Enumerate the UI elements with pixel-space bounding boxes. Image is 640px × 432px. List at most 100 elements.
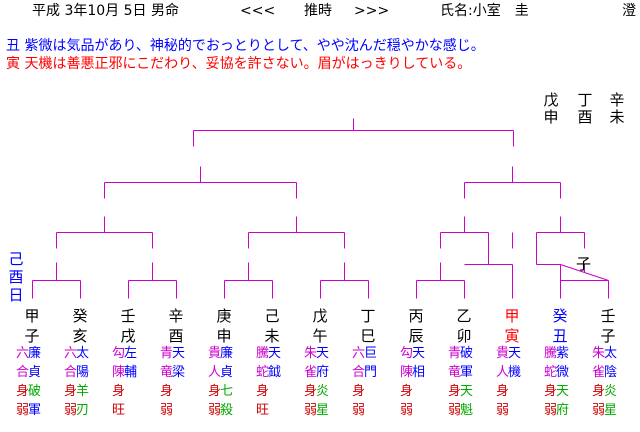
date-label: 平成 3年10月 5日 男命 <box>32 3 179 19</box>
star-char: 竜 <box>160 365 173 380</box>
next-nav-button[interactable]: >>> <box>354 3 390 19</box>
star-char: 身 <box>496 384 509 399</box>
star-char: 身 <box>64 384 77 399</box>
star-char: 雀 <box>304 365 317 380</box>
pillar-stem: 庚 <box>216 307 232 325</box>
pillar-branch: 戌 <box>120 327 136 345</box>
star-char: 六 <box>352 346 365 361</box>
star-char: 炎 <box>316 384 329 399</box>
star-char: 貴 <box>208 346 221 361</box>
pillar-10: 乙卯 <box>444 306 484 346</box>
star-char: 軍 <box>460 365 473 380</box>
star-char: 勾 <box>112 346 125 361</box>
star-char: 身 <box>208 384 221 399</box>
pillar-branch: 亥 <box>72 327 88 345</box>
pillar-branch: 卯 <box>456 327 472 345</box>
pillar-stem: 辛 <box>168 307 184 325</box>
star-char: 府 <box>316 365 329 380</box>
star-char: 羊 <box>76 384 89 399</box>
star-char: 身 <box>160 384 173 399</box>
star-column-10: 青破竜軍身天弱魁 <box>448 344 480 420</box>
star-char: 軍 <box>28 403 41 418</box>
star-char: 天 <box>268 346 281 361</box>
star-column-11: 貴天人機身弱 <box>496 344 528 420</box>
star-char: 弱 <box>160 403 173 418</box>
pillar-7: 戊午 <box>300 306 340 346</box>
star-char: 太 <box>76 346 89 361</box>
star-char: 府 <box>556 403 569 418</box>
description-line-2: 寅 天機は善悪正邪にこだわり、妥協を許さない。眉がはっきりしている。 <box>6 56 472 72</box>
pillar-6: 己未 <box>252 306 292 346</box>
mode-label: 推時 <box>304 3 332 19</box>
pillar-branch: 丑 <box>552 327 568 345</box>
pillar-stem: 壬 <box>120 307 136 325</box>
star-char: 朱 <box>304 346 317 361</box>
star-char: 身 <box>16 384 29 399</box>
pillar-stem: 乙 <box>456 307 472 325</box>
star-char: 刃 <box>76 403 89 418</box>
pillar-branch: 辰 <box>408 327 424 345</box>
star-char: 炎 <box>604 384 617 399</box>
pillar-5: 庚申 <box>204 306 244 346</box>
pillar-branch: 巳 <box>360 327 376 345</box>
star-char: 機 <box>508 365 521 380</box>
pillar-stem: 甲 <box>504 307 520 325</box>
star-char: 弱 <box>496 403 509 418</box>
star-char: 陽 <box>76 365 89 380</box>
pillar-8: 丁巳 <box>348 306 388 346</box>
star-char: 弱 <box>16 403 29 418</box>
star-column-9: 勾天陳相身弱 <box>400 344 432 420</box>
pillar-9: 丙辰 <box>396 306 436 346</box>
description-line-1: 丑 紫微は気品があり、神秘的でおっとりとして、やや沈んだ穏やかな感じ。 <box>6 38 485 54</box>
star-char: 身 <box>112 384 125 399</box>
pillar-stem: 癸 <box>552 307 568 325</box>
star-char: 旺 <box>112 403 125 418</box>
star-char: 六 <box>16 346 29 361</box>
star-char: 陳 <box>112 365 125 380</box>
star-char: 星 <box>604 403 617 418</box>
star-char: 合 <box>352 365 365 380</box>
pillar-4: 辛酉 <box>156 306 196 346</box>
star-char: 左 <box>124 346 137 361</box>
star-char: 蛇 <box>544 365 557 380</box>
star-char: 貴 <box>496 346 509 361</box>
star-column-8: 六巨合門身弱 <box>352 344 384 420</box>
pillar-stem: 戊 <box>312 307 328 325</box>
star-char: 輔 <box>124 365 137 380</box>
star-column-7: 朱天雀府身炎弱星 <box>304 344 336 420</box>
star-char: 天 <box>460 384 473 399</box>
top-stem-3: 辛未 <box>609 91 625 126</box>
pillar-stem: 甲 <box>24 307 40 325</box>
top-stem-1: 戊申 <box>543 91 559 126</box>
pillar-branch: 酉 <box>168 327 184 345</box>
star-char: 旺 <box>256 403 269 418</box>
star-column-3: 勾左陳輔身旺 <box>112 344 144 420</box>
star-char: 破 <box>460 346 473 361</box>
star-char: 蛇 <box>256 365 269 380</box>
star-char: 騰 <box>256 346 269 361</box>
star-char: 七 <box>220 384 233 399</box>
pillar-branch: 子 <box>24 327 40 345</box>
star-char: 朱 <box>592 346 605 361</box>
star-char: 身 <box>352 384 365 399</box>
star-char: 貞 <box>220 365 233 380</box>
star-char: 弱 <box>400 403 413 418</box>
star-char: 弱 <box>544 403 557 418</box>
star-char: 青 <box>160 346 173 361</box>
star-char: 門 <box>364 365 377 380</box>
star-char: 陰 <box>604 365 617 380</box>
star-column-13: 朱太雀陰身炎弱星 <box>592 344 624 420</box>
pillar-stem: 癸 <box>72 307 88 325</box>
prev-nav-button[interactable]: <<< <box>240 3 276 19</box>
star-char: 弱 <box>448 403 461 418</box>
star-char: 天 <box>508 346 521 361</box>
star-char: 弱 <box>208 403 221 418</box>
pillar-stem: 丙 <box>408 307 424 325</box>
pillar-13: 壬子 <box>588 306 628 346</box>
star-char: 殺 <box>220 403 233 418</box>
top-stem-2: 丁酉 <box>577 91 593 126</box>
pillar-branch: 申 <box>216 327 232 345</box>
star-char: 梁 <box>172 365 185 380</box>
pillar-branch: 寅 <box>504 327 520 345</box>
star-char: 人 <box>208 365 221 380</box>
